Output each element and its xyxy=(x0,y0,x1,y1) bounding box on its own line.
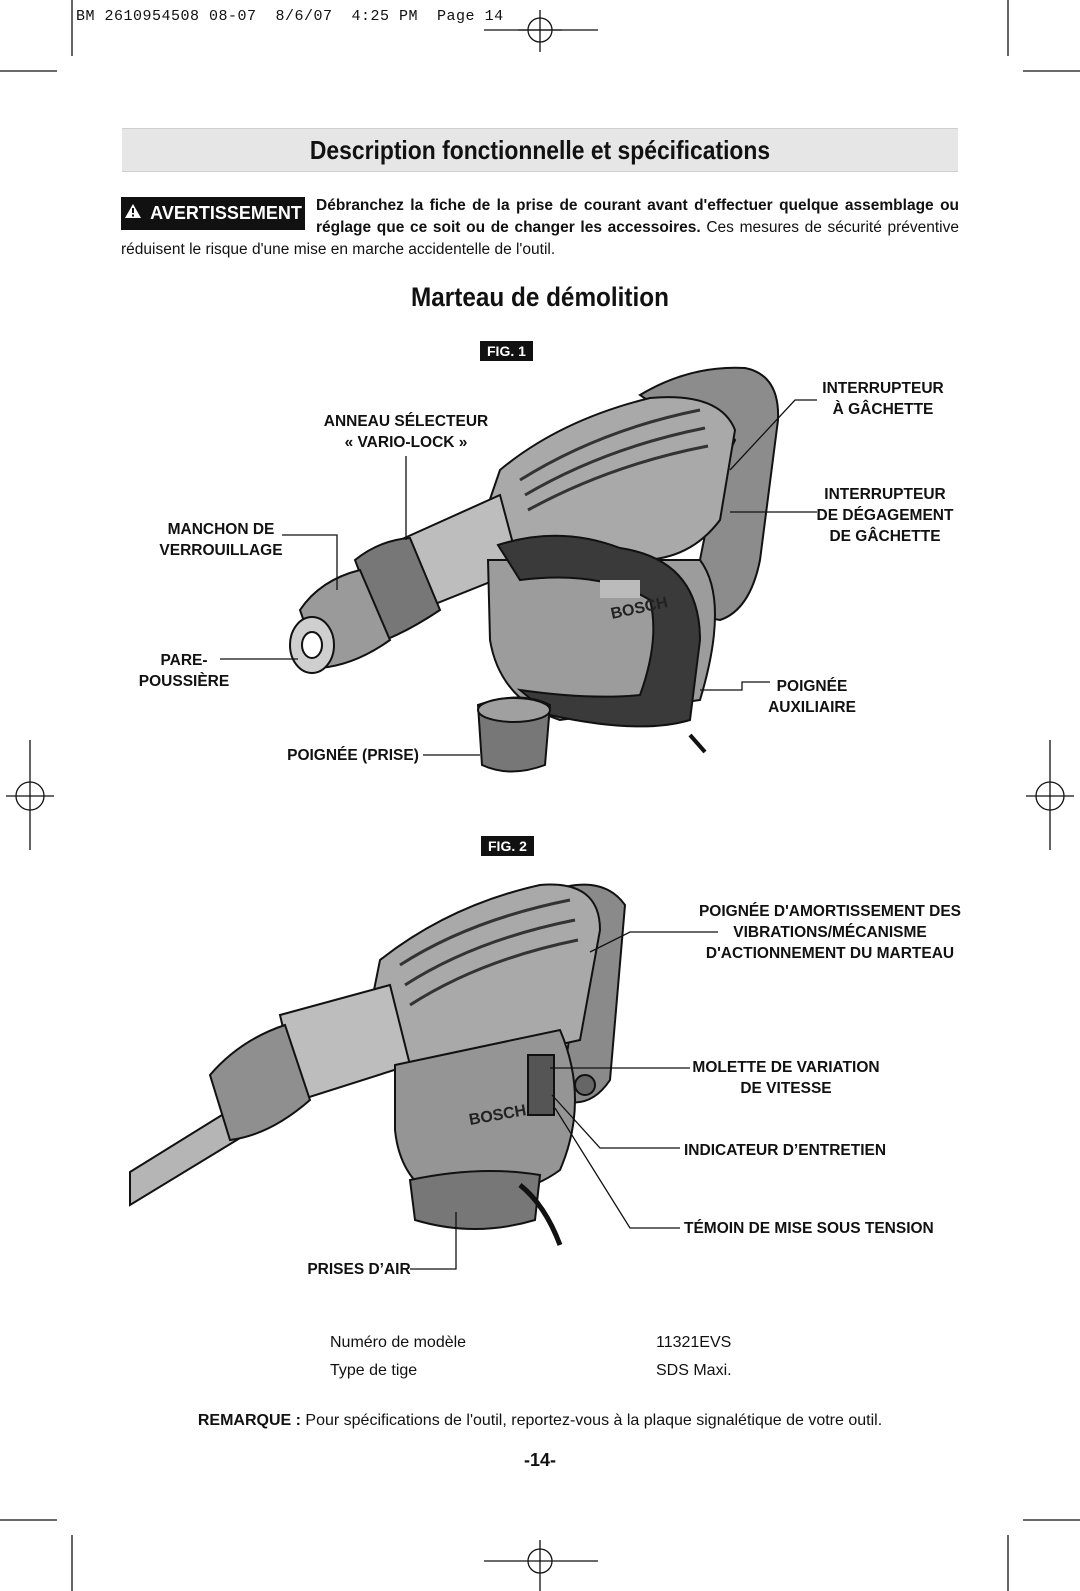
fig1-label-pare-poussiere: PARE- POUSSIÈRE xyxy=(134,650,234,692)
fig1-label-manchon: MANCHON DE VERROUILLAGE xyxy=(146,519,296,561)
label-line: AUXILIAIRE xyxy=(768,699,856,716)
fig1-leader-lines xyxy=(220,399,817,756)
fig1-label-degagement: INTERRUPTEUR DE DÉGAGEMENT DE GÂCHETTE xyxy=(815,484,955,547)
remark-text: Pour spécifications de l'outil, reportez… xyxy=(300,1412,883,1429)
print-slug: BM 2610954508 08-07 8/6/07 4:25 PM Page … xyxy=(76,8,504,25)
fig1-hammer-illustration xyxy=(289,366,780,773)
fig1-label-poignee-prise: POIGNÉE (PRISE) xyxy=(287,747,419,764)
fig1-label-anneau: ANNEAU SÉLECTEUR « VARIO-LOCK » xyxy=(306,411,506,453)
label-line: MANCHON DE xyxy=(167,521,275,538)
registration-target-left xyxy=(6,740,54,850)
spec-label-shank: Type de tige xyxy=(330,1362,418,1379)
fig2-tag: FIG. 2 xyxy=(481,836,534,856)
label-line: DE DÉGAGEMENT xyxy=(816,507,954,524)
warning-text: Ces mesures de sécurité préventive rédui… xyxy=(121,219,959,258)
fig2-label-molette: MOLETTE DE VARIATION DE VITESSE xyxy=(686,1057,886,1099)
page-number: -14- xyxy=(523,1450,556,1470)
label-line: D'ACTIONNEMENT DU MARTEAU xyxy=(705,945,955,962)
label-line: INTERRUPTEUR xyxy=(822,380,944,397)
registration-target-top xyxy=(518,10,562,52)
warning-triangle-icon xyxy=(124,203,142,224)
fig1-label-poignee-auxiliaire: POIGNÉE AUXILIAIRE xyxy=(762,676,862,718)
section-title: Marteau de démolition xyxy=(411,282,669,312)
label-line: MOLETTE DE VARIATION xyxy=(692,1059,880,1076)
label-line: VERROUILLAGE xyxy=(159,542,283,559)
fig2-label-indicateur: INDICATEUR D’ENTRETIEN xyxy=(684,1142,887,1159)
label-line: POUSSIÈRE xyxy=(138,673,230,690)
warning-paragraph: Débranchez la fiche de la prise de coura… xyxy=(121,195,959,261)
label-line: DE VITESSE xyxy=(740,1080,832,1097)
fig2-hammer-illustration xyxy=(129,883,627,1246)
label-line: PARE- xyxy=(160,652,208,669)
warning-badge-label: AVERTISSEMENT xyxy=(150,203,302,223)
label-line: POIGNÉE D'AMORTISSEMENT DES xyxy=(698,903,962,920)
page-title: Description fonctionnelle et spécificati… xyxy=(309,135,771,165)
fig2-label-temoin: TÉMOIN DE MISE SOUS TENSION xyxy=(684,1220,934,1237)
warning-badge: AVERTISSEMENT xyxy=(121,197,305,230)
spec-value-model: 11321EVS xyxy=(656,1334,732,1351)
label-line: DE GÂCHETTE xyxy=(829,528,941,545)
label-line: « VARIO-LOCK » xyxy=(344,434,468,451)
spec-label-model: Numéro de modèle xyxy=(330,1334,467,1351)
fig2-label-prises-air: PRISES D’AIR xyxy=(307,1261,411,1278)
fig2-label-amortissement: POIGNÉE D'AMORTISSEMENT DES VIBRATIONS/M… xyxy=(690,901,970,964)
registration-marks xyxy=(6,10,1074,1591)
label-line: ANNEAU SÉLECTEUR xyxy=(323,413,489,430)
label-line: VIBRATIONS/MÉCANISME xyxy=(733,924,927,941)
label-line: À GÂCHETTE xyxy=(832,401,934,418)
fig2-leader-lines xyxy=(410,931,718,1270)
fig1-tag: FIG. 1 xyxy=(480,341,533,361)
label-line: POIGNÉE xyxy=(776,678,848,695)
remark-note: REMARQUE : Pour spécifications de l'outi… xyxy=(0,1412,1080,1430)
remark-label: REMARQUE : xyxy=(197,1412,301,1429)
fig1-label-interrupteur-gachette: INTERRUPTEUR À GÂCHETTE xyxy=(815,378,951,420)
warning-bold-text: Débranchez la fiche de la prise de coura… xyxy=(316,197,959,236)
label-line: INTERRUPTEUR xyxy=(824,486,946,503)
spec-value-shank: SDS Maxi. xyxy=(656,1362,732,1379)
registration-target-bottom xyxy=(484,1540,598,1591)
page-title-bar: Description fonctionnelle et spécificati… xyxy=(122,128,958,172)
registration-target-right xyxy=(1026,740,1074,850)
